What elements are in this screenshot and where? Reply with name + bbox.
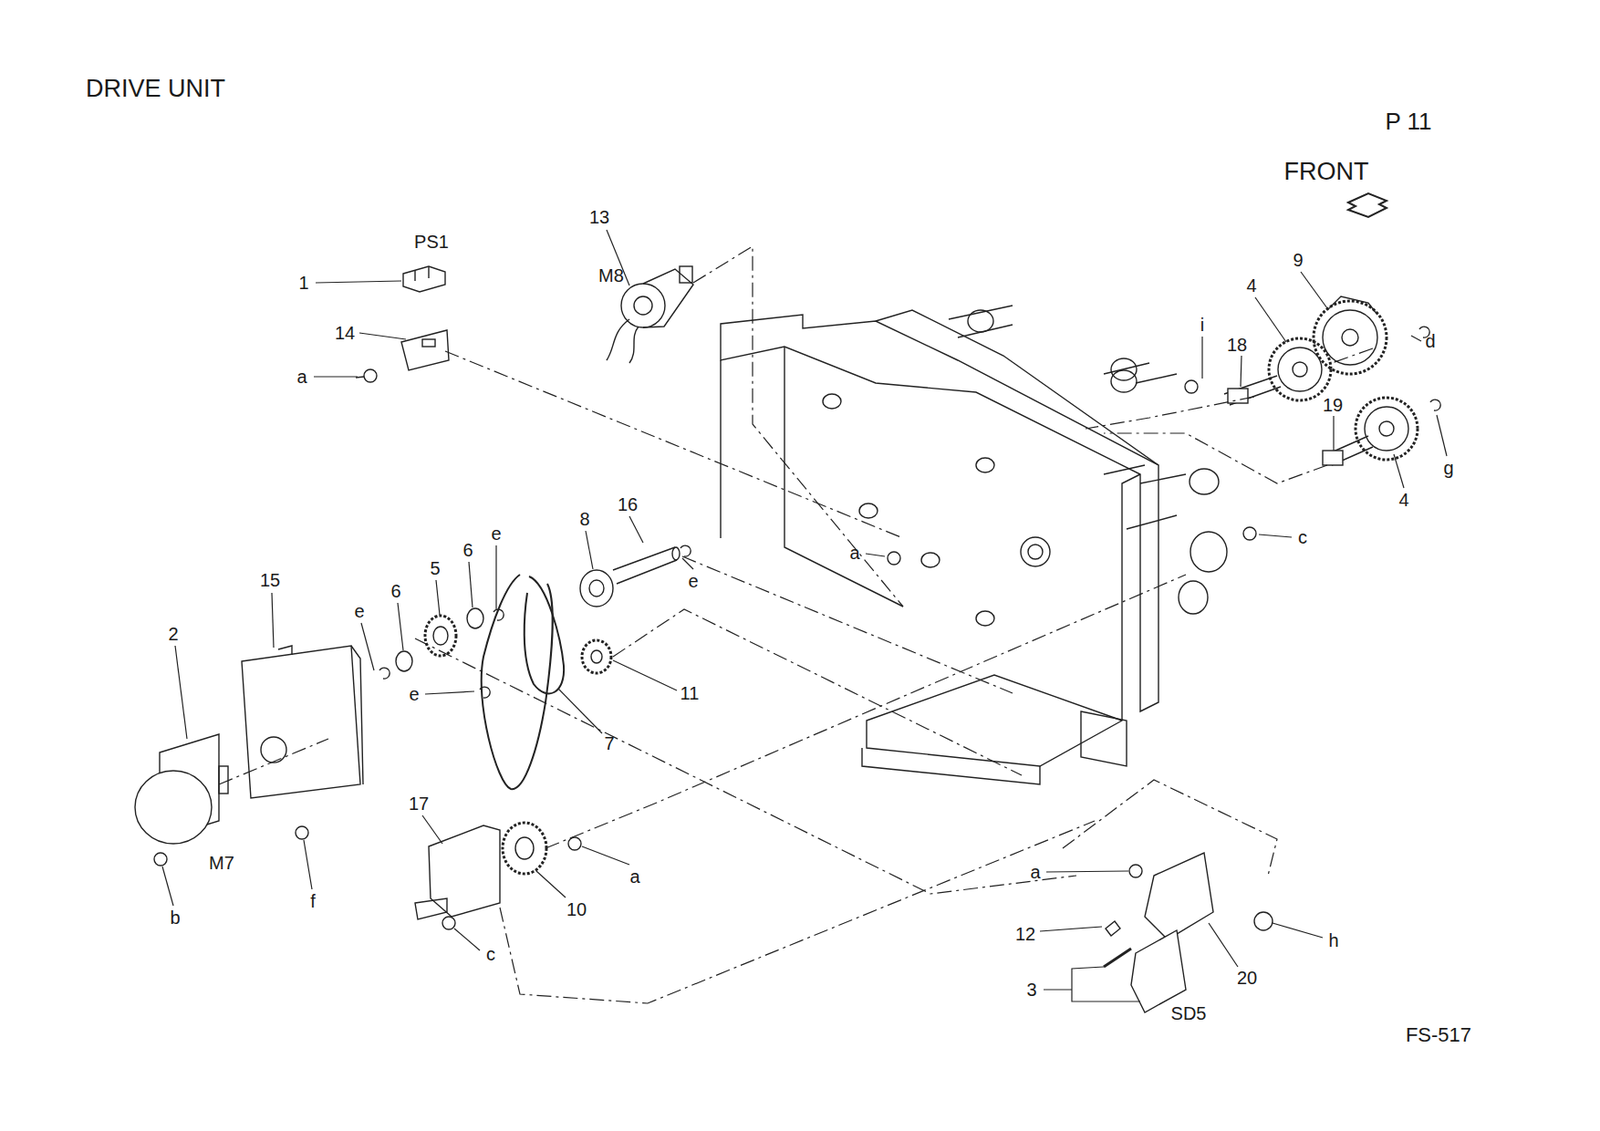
callout-label: c: [1298, 528, 1308, 547]
direction-label: FRONT: [1284, 159, 1370, 185]
callout-label: 2: [167, 624, 178, 644]
callout-label: 10: [566, 900, 587, 919]
callout-label: 19: [1322, 395, 1343, 415]
callout-label: 16: [617, 495, 638, 514]
callout-label: 6: [462, 540, 473, 560]
callout-label: b: [169, 908, 180, 927]
callout-label: 4: [1398, 490, 1409, 510]
callout-label: 5: [429, 559, 440, 578]
callout-label: f: [310, 892, 316, 911]
callout-label: 18: [1226, 335, 1247, 354]
callout-label: a: [1029, 862, 1040, 882]
callout-label: 13: [589, 207, 610, 227]
callout-label: 3: [1026, 980, 1037, 999]
callout-label: c: [486, 945, 496, 964]
callout-label: SD5: [1171, 1004, 1207, 1023]
page-marker: P 11: [1384, 109, 1432, 134]
callout-label: a: [849, 543, 860, 562]
callout-label: 17: [408, 794, 429, 813]
callout-label: 11: [680, 684, 700, 703]
callout-label: 7: [603, 734, 614, 753]
callout-label: i: [1200, 315, 1205, 334]
callout-label: 1: [298, 273, 309, 292]
callout-label: e: [353, 602, 364, 621]
callout-label: 15: [259, 571, 281, 590]
callout-label: M7: [208, 853, 235, 873]
callout-label: 8: [579, 509, 590, 529]
callout-label: h: [1328, 931, 1339, 950]
callout-label: PS1: [414, 232, 449, 251]
callout-label: 14: [334, 323, 355, 343]
callout-label: 20: [1236, 968, 1258, 988]
callout-label: a: [296, 367, 307, 386]
page-marker: FS-517: [1405, 1025, 1472, 1046]
callout-label: 4: [1246, 276, 1257, 295]
callout-label: 12: [1015, 924, 1036, 944]
callout-label: e: [687, 571, 698, 591]
callout-label: 9: [1292, 250, 1303, 270]
page-title: DRIVE UNIT: [85, 76, 226, 102]
callout-label: g: [1443, 458, 1454, 478]
callout-label: a: [629, 867, 640, 886]
callout-label: e: [490, 524, 501, 543]
callout-label: 6: [390, 581, 401, 601]
callout-label: d: [1424, 332, 1435, 351]
callout-label: M8: [598, 266, 624, 285]
callout-label: e: [408, 685, 419, 704]
